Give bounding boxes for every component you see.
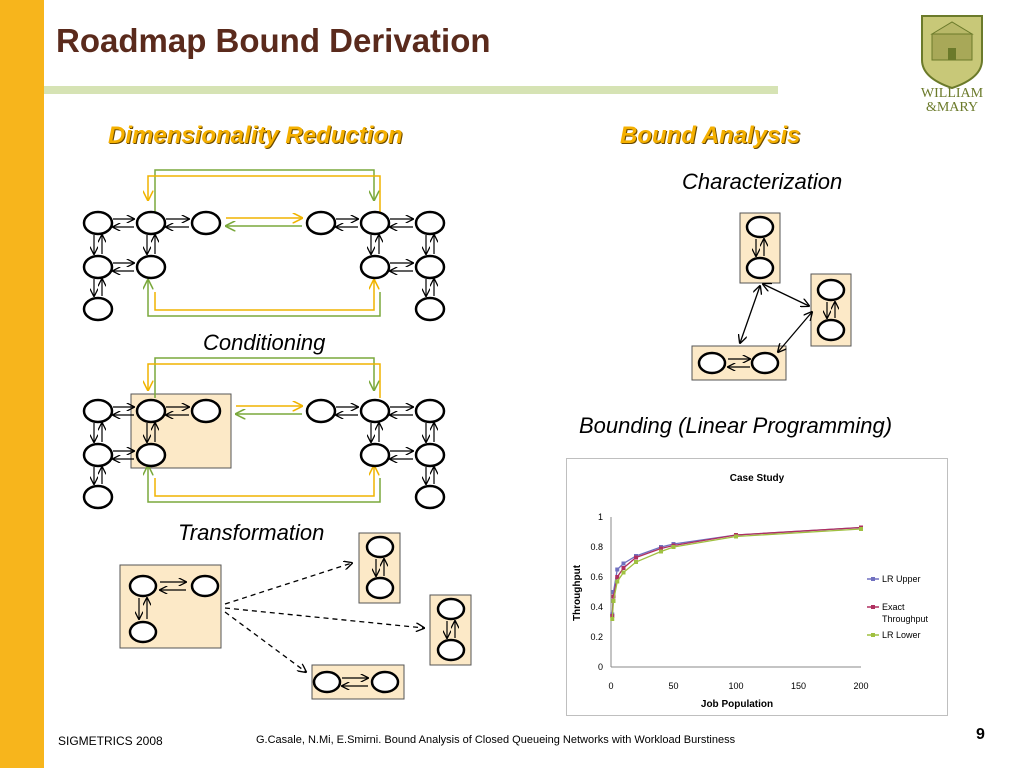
network-transformation [119, 532, 472, 700]
william-mary-crest-logo [921, 15, 983, 90]
accent-sidebar [0, 0, 44, 768]
chart-svg: Case Study 0 0.2 0.4 0.6 0.8 1 0 50 100 150 200 Jo… [572, 473, 929, 710]
y-tick-label: 0.4 [590, 602, 603, 612]
data-point [859, 527, 863, 531]
y-tick-label: 0.2 [590, 632, 603, 642]
legend-marker [871, 605, 875, 609]
legend-label: LR Lower [882, 630, 921, 640]
y-tick-label: 0.8 [590, 542, 603, 552]
series-line [611, 526, 862, 617]
data-point [615, 575, 620, 579]
x-tick-label: 50 [668, 681, 678, 691]
loop-arrow-green-top [154, 169, 374, 212]
data-point [611, 590, 616, 594]
legend-label: Exact [882, 602, 905, 612]
legend-marker [871, 577, 875, 581]
y-tick-label: 0.6 [590, 572, 603, 582]
x-tick-label: 150 [791, 681, 806, 691]
characterization-diagram [691, 212, 852, 381]
title-divider [44, 86, 778, 94]
series-line [611, 528, 862, 620]
label-transformation: Transformation [178, 520, 325, 545]
chart-ylabel: Throughput [572, 564, 583, 621]
data-point [611, 594, 616, 599]
case-study-chart: Case Study 0 0.2 0.4 0.6 0.8 1 0 50 100 150 200 Jo… [566, 458, 948, 716]
x-tick-label: 0 [608, 681, 613, 691]
heading-bound-analysis: Bound Analysis [620, 122, 801, 149]
x-tick-label: 100 [728, 681, 743, 691]
data-point [615, 579, 620, 584]
data-point [615, 567, 620, 572]
data-point [611, 599, 616, 603]
chart-title: Case Study [730, 473, 785, 484]
data-point [734, 534, 738, 539]
label-characterization: Characterization [682, 169, 843, 194]
data-point [621, 561, 626, 566]
network-original [82, 169, 446, 322]
loop-arrow-orange-bottom [154, 280, 374, 311]
heading-dimensionality-reduction: Dimensionality Reduction [108, 122, 403, 149]
y-tick-label: 0 [598, 662, 603, 672]
legend-label: Throughput [882, 614, 929, 624]
data-point [634, 555, 638, 560]
label-bounding: Bounding (Linear Programming) [579, 413, 893, 438]
loop-arrow-green-bottom [148, 280, 381, 317]
loop-arrow-orange-top [148, 175, 381, 212]
data-point [634, 560, 638, 564]
y-tick-label: 1 [598, 512, 603, 522]
plot-area: 0 0.2 0.4 0.6 0.8 1 0 50 100 150 200 [590, 512, 868, 691]
data-point [610, 617, 615, 621]
data-point [671, 545, 676, 549]
footer-conference: SIGMETRICS 2008 [58, 734, 163, 748]
data-point [659, 549, 663, 554]
series-line [611, 526, 862, 615]
data-point [621, 570, 626, 575]
slide-title: Roadmap Bound Derivation [56, 22, 491, 59]
data-point [659, 546, 663, 551]
logo-text-mary: &MARY [925, 100, 979, 115]
page-number: 9 [976, 726, 985, 743]
label-conditioning: Conditioning [203, 330, 326, 355]
footer-citation: G.Casale, N.Mi, E.Smirni. Bound Analysis… [256, 734, 736, 746]
chart-xlabel: Job Population [701, 699, 773, 710]
x-tick-label: 200 [853, 681, 868, 691]
logo-text-william: WILLIAM [920, 86, 984, 101]
data-point [621, 566, 626, 570]
legend-label: LR Upper [882, 574, 921, 584]
network-conditioning [82, 357, 446, 510]
legend-marker [871, 633, 875, 637]
